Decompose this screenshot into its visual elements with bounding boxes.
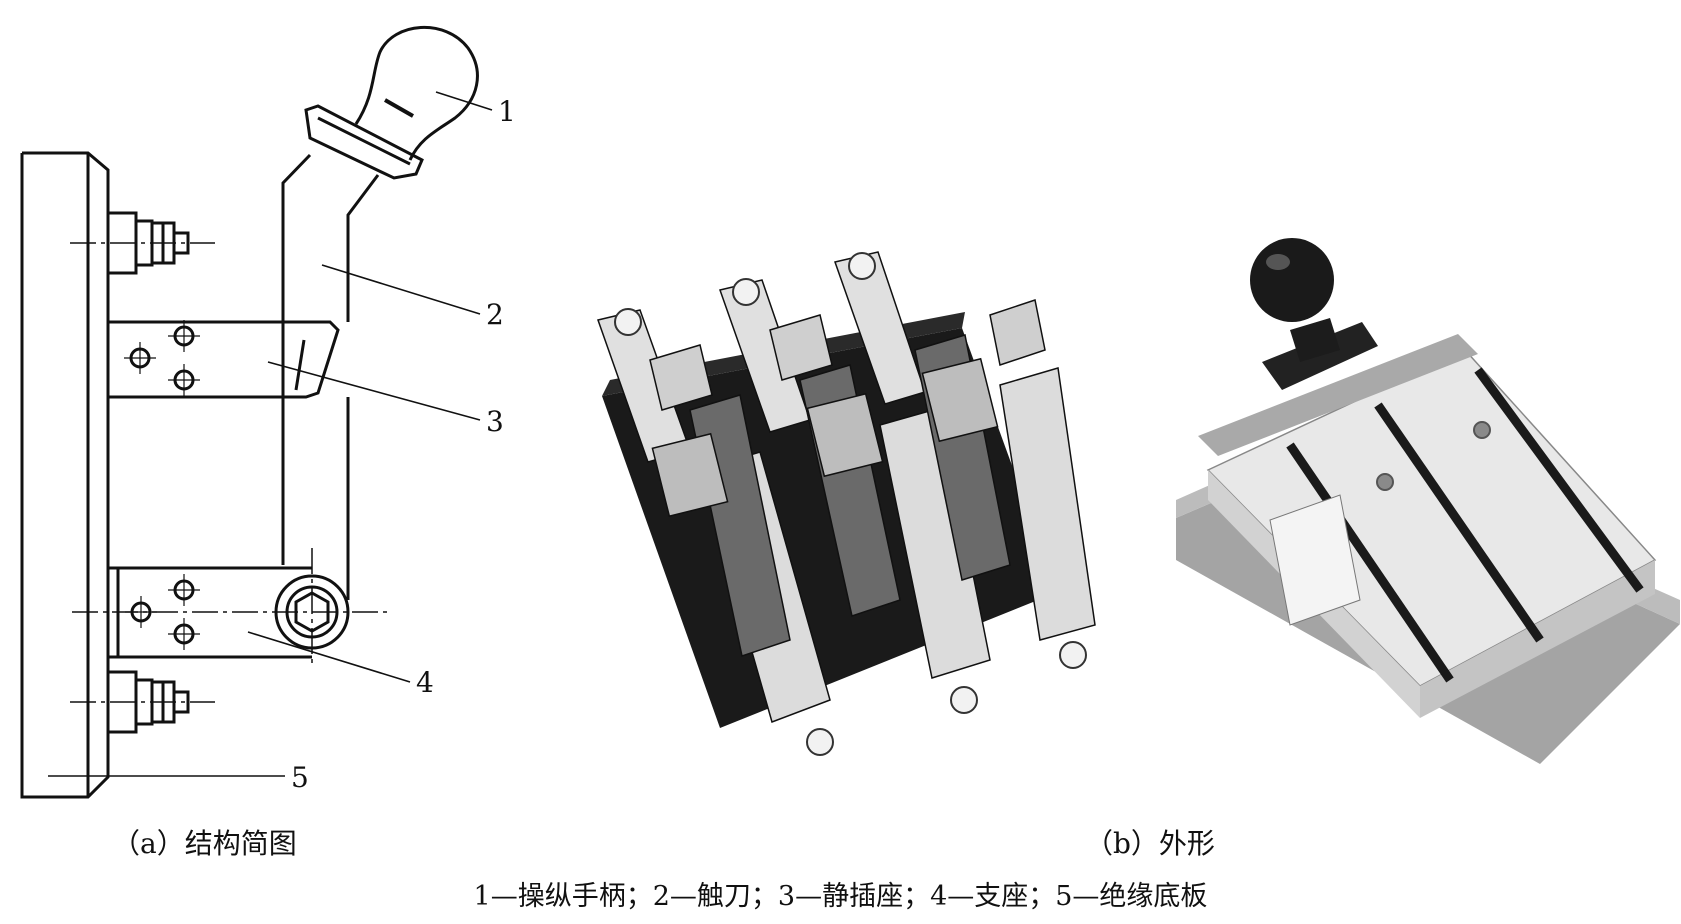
top-terminal-bolt: [70, 211, 215, 275]
leader-2: [321, 264, 481, 315]
structure-diagram: [20, 26, 493, 799]
label-4: 4: [416, 666, 434, 699]
leader-4: [247, 631, 411, 683]
parts-legend: 1—操纵手柄；2—触刀；3—静插座；4—支座；5—绝缘底板: [473, 881, 1208, 912]
leader-3: [267, 361, 481, 421]
operating-handle: [304, 26, 479, 180]
bottom-terminal-bolt: [70, 670, 215, 734]
label-2: 2: [486, 298, 504, 331]
label-1: 1: [498, 95, 516, 128]
open-knife-switch-photo: [597, 251, 1096, 756]
caption-a: （a）结构简图: [112, 827, 297, 860]
static-socket: [108, 320, 340, 399]
part-number-labels: 1 2 3 4 5: [291, 95, 516, 794]
knife-blade: [281, 153, 380, 600]
label-5: 5: [291, 761, 309, 794]
insulating-base-plate: [20, 151, 110, 799]
support: [72, 548, 390, 668]
caption-b: （b）外形: [1085, 827, 1215, 860]
enclosed-switch-photo: [1176, 238, 1680, 764]
leader-lines: [48, 91, 493, 777]
label-3: 3: [486, 405, 504, 438]
leader-1: [435, 91, 493, 111]
